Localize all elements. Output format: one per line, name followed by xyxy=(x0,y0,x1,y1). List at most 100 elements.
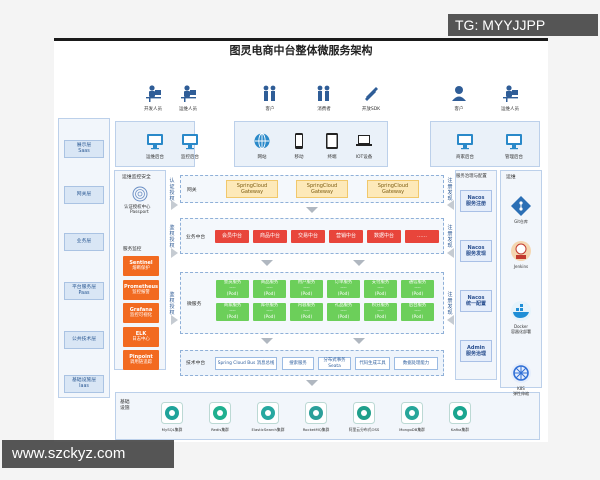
service-dash: ---- xyxy=(414,286,421,291)
git-icon xyxy=(511,196,531,216)
service-box: 内容服务----(Pod) xyxy=(290,303,323,321)
service-dash: ---- xyxy=(229,309,236,314)
business-box: 商品中台 xyxy=(253,230,287,243)
infra-label: Redis集群 xyxy=(211,427,229,432)
watermark-site: www.szckyz.com xyxy=(2,440,174,468)
layer-name: 业务层 xyxy=(76,239,92,244)
person-label: 运维人员 xyxy=(501,107,519,112)
gateway-line1: SpringCloud xyxy=(236,182,268,189)
service-pod: (Pod) xyxy=(300,292,313,297)
monitor-name: Pinpoint xyxy=(129,353,153,360)
business-box: …… xyxy=(405,230,439,243)
auth-center-label: 认证授权中心 xyxy=(124,205,151,210)
ops-label: K8S xyxy=(517,386,525,391)
business-box: 数据中台 xyxy=(367,230,401,243)
monitor-name: ELK xyxy=(135,330,147,337)
person-label: 开发人员 xyxy=(144,107,162,112)
service-name: 积分服务 xyxy=(371,303,390,308)
monitor-desc: 调用链追踪 xyxy=(130,360,152,365)
arrow-left xyxy=(447,315,454,325)
monitor-icon xyxy=(182,134,198,150)
layer-badge: 网关层 xyxy=(64,186,104,204)
service-dash: ---- xyxy=(377,286,384,291)
register-label: 注册发现 xyxy=(447,225,453,249)
service-dash: ---- xyxy=(340,286,347,291)
governance-line2: 服务治理 xyxy=(465,351,486,357)
tech-label: 技术中台 xyxy=(186,361,206,366)
governance-line1: Nacos xyxy=(467,294,485,301)
service-pod: (Pod) xyxy=(263,292,276,297)
infra-label: MySQL集群 xyxy=(161,427,183,432)
arrow-down xyxy=(353,260,365,266)
service-dash: ---- xyxy=(414,309,421,314)
gateway-line1: SpringCloud xyxy=(306,182,338,189)
auth-label-mid: 鉴权授权 xyxy=(169,225,175,249)
monitor-title: 服务监控 xyxy=(123,247,142,252)
service-box: 订单服务----(Pod) xyxy=(327,280,360,298)
business-label: 业务中台 xyxy=(186,235,206,240)
service-name: 内容服务 xyxy=(297,303,316,308)
service-dash: ---- xyxy=(266,286,273,291)
service-dash: ---- xyxy=(229,286,236,291)
service-box: 礼品服务----(Pod) xyxy=(327,303,360,321)
device-label: 运维后台 xyxy=(146,155,164,160)
arrow-left xyxy=(447,248,454,258)
gateway-line1: SpringCloud xyxy=(377,182,409,189)
governance-line1: Nacos xyxy=(467,194,485,201)
service-pod: (Pod) xyxy=(337,292,350,297)
auth-label-top: 认证授权 xyxy=(169,178,175,202)
service-pod: (Pod) xyxy=(226,315,239,320)
device-label: 管理后台 xyxy=(505,155,523,160)
service-dash: ---- xyxy=(377,309,384,314)
governance-line1: Nacos xyxy=(467,244,485,251)
service-pod: (Pod) xyxy=(337,315,350,320)
device-label: 终端 xyxy=(327,155,337,160)
person-label: 运维人员 xyxy=(179,107,197,112)
service-name: 礼品服务 xyxy=(334,303,353,308)
service-pod: (Pod) xyxy=(374,292,387,297)
monitor-desc: 日志中心 xyxy=(132,337,150,342)
service-pod: (Pod) xyxy=(374,315,387,320)
mongodb-icon xyxy=(401,402,423,424)
arrow-down xyxy=(261,260,273,266)
rocketmq-icon xyxy=(305,402,327,424)
tech-line2: Seata xyxy=(328,363,341,369)
layer-name: 公共技术层 xyxy=(72,337,96,342)
service-box: 库存服务----(Pod) xyxy=(253,303,286,321)
business-box: 交易中台 xyxy=(291,230,325,243)
register-label: 注册发现 xyxy=(447,292,453,316)
tech-box: Spring Cloud Bus 消息总线 xyxy=(215,357,277,370)
elasticsearch-icon xyxy=(257,402,279,424)
arrow-right xyxy=(171,315,178,325)
service-box: 用户服务----(Pod) xyxy=(290,280,323,298)
layer-badge: 业务层 xyxy=(64,233,104,251)
service-name: 订单服务 xyxy=(334,280,353,285)
business-box: 会员中台 xyxy=(215,230,249,243)
monitor-icon xyxy=(457,134,473,150)
monitor-desc: 熔断保护 xyxy=(132,266,150,271)
business-box: 营销中台 xyxy=(329,230,363,243)
governance-title: 服务治理与配置 xyxy=(456,174,487,179)
service-pod: (Pod) xyxy=(411,292,424,297)
gateway-line2: Gateway xyxy=(381,189,405,195)
person-label: 客户 xyxy=(265,107,275,112)
service-box: 后台服务----(Pod) xyxy=(401,303,434,321)
ops-label: Git仓库 xyxy=(514,219,528,224)
service-dash: ---- xyxy=(340,309,347,314)
fingerprint-icon xyxy=(132,186,148,202)
device-label: 商家后台 xyxy=(456,155,474,160)
infra-label: MongoDB集群 xyxy=(399,427,425,432)
tech-line1: 代码生成工具 xyxy=(359,360,386,366)
device-label: 移动 xyxy=(294,155,304,160)
